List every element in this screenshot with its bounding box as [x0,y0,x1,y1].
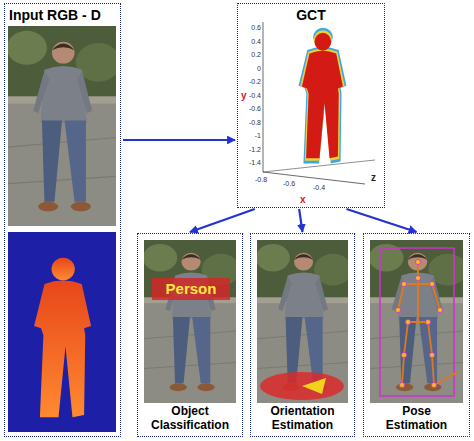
tick-label: -0.2 [249,78,261,86]
illustration-part [395,259,442,387]
gct-plot [263,22,375,184]
panel-caption: Pose Estimation [373,404,461,432]
pose-photo [369,240,467,403]
class-label-box: Person [152,278,230,300]
orientation-marker [260,372,344,400]
axis-label: z [371,172,376,183]
tick-label: -1 [255,132,261,140]
illustration-part [300,30,344,161]
input-panel: Input RGB - D [4,3,121,437]
illustration-part [431,382,436,387]
depth-background [8,232,116,432]
pose-skeleton [380,248,458,396]
rgb-photo [7,26,121,226]
flow-arrow [347,209,417,232]
task-panel: Pose Estimation [363,233,470,437]
tick-label: -0.8 [249,119,261,127]
illustration-part [429,281,434,286]
illustration-part [399,382,404,387]
axis-label: y [241,90,247,101]
illustration-part [395,307,400,312]
illustration-part [405,319,410,324]
illustration-part [302,378,326,394]
tick-label: -1.4 [249,159,261,167]
illustration-part [429,352,434,357]
tick-label: -0.4 [313,184,325,192]
tick-label: -0.6 [249,105,261,113]
tick-label: 0 [257,65,261,73]
tick-label: -1.2 [249,146,261,154]
illustration-part [415,275,420,280]
illustration-part [401,281,406,286]
illustration-part [299,28,347,164]
panel-title: Input RGB - D [9,7,101,24]
classification-photo [143,240,240,403]
tick-label: 0.2 [251,51,261,59]
orientation-photo [256,240,352,403]
depth-silhouette [34,258,91,418]
illustration-part [401,352,406,357]
illustration-part [302,33,343,159]
flow-arrow [190,209,255,232]
axis-label: x [300,194,306,205]
panel-caption: Object Classification [146,404,234,432]
tick-label: -0.8 [255,176,267,184]
illustration-part [263,22,264,172]
illustration-part [437,307,442,312]
tick-label: 0.4 [251,38,261,46]
illustration-part [398,262,458,385]
illustration-part [425,319,430,324]
flow-arrow [123,139,235,141]
tick-label: -0.6 [283,180,295,188]
panel-title: GCT [296,7,326,24]
panel-caption: Orientation Estimation [259,404,347,432]
task-panel: Object Classification Person [137,233,243,437]
class-label: Person [166,280,217,298]
illustration-part [263,172,365,184]
flow-arrow [299,209,302,232]
task-panel: Orientation Estimation [250,233,355,437]
illustration-part [415,259,420,264]
tick-label: -0.4 [249,92,261,100]
tick-label: 0.6 [251,24,261,32]
illustration-part [260,372,344,400]
